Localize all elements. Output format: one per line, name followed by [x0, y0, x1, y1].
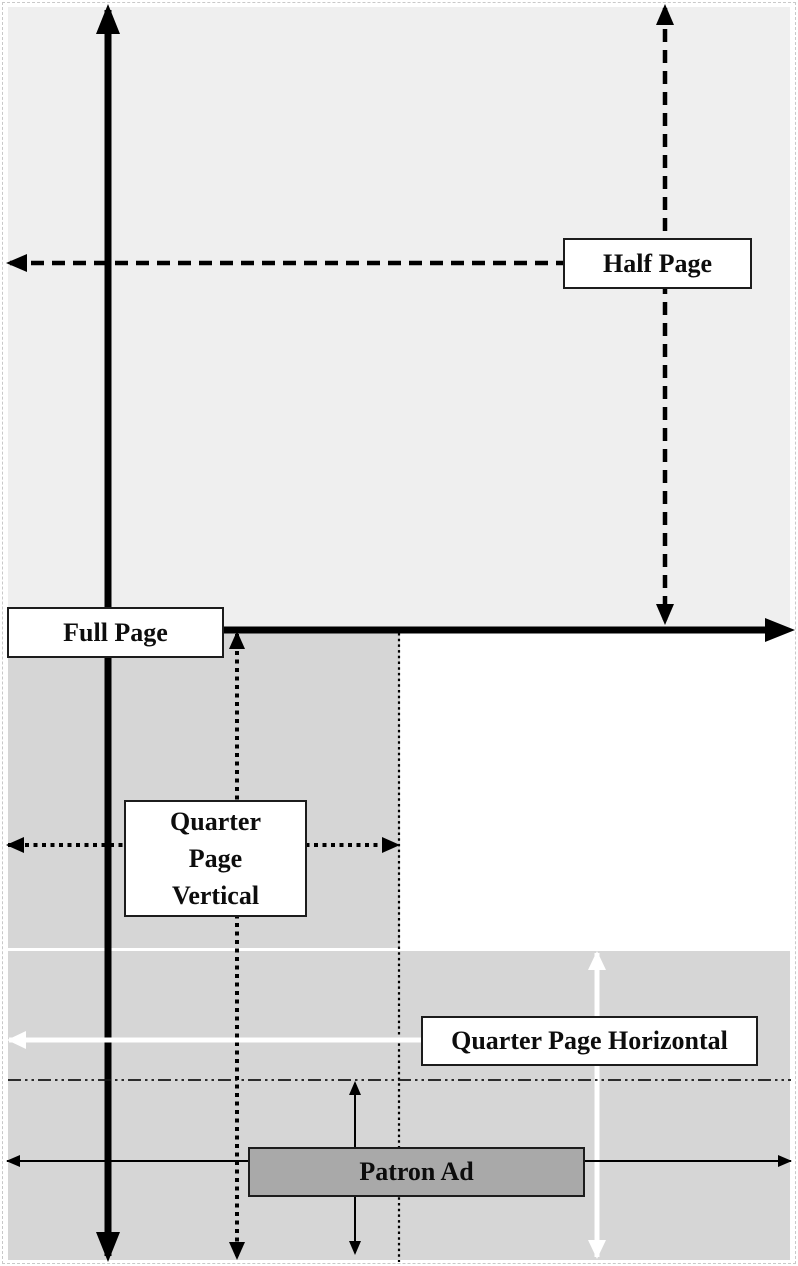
half-page-lower-right-area	[400, 633, 790, 948]
full-page-label-text: Full Page	[63, 617, 168, 647]
quarter-page-vertical-label-line2: Page	[188, 844, 243, 873]
patron-ad-label-text: Patron Ad	[359, 1157, 474, 1186]
quarter-page-vertical-height-arrow	[229, 631, 245, 1260]
half-page-width-arrow	[6, 254, 563, 272]
full-page-area	[8, 7, 790, 630]
quarter-page-vertical-label-line1: Quarter	[170, 807, 261, 836]
full-page-width-arrow	[224, 618, 795, 642]
quarter-page-vertical-label: Quarter Page Vertical	[124, 800, 307, 917]
half-page-height-arrow	[656, 4, 674, 625]
patron-ad-box: Patron Ad	[248, 1147, 585, 1197]
quarter-page-horizontal-width-arrow	[7, 1031, 421, 1049]
full-page-label: Full Page	[7, 607, 224, 658]
half-page-label-text: Half Page	[602, 248, 713, 278]
quarter-page-horizontal-label-text: Quarter Page Horizontal	[451, 1026, 728, 1055]
quarter-page-horizontal-area	[8, 951, 790, 1260]
half-page-label: Half Page	[563, 238, 752, 289]
quarter-page-horizontal-label: Quarter Page Horizontal	[421, 1016, 758, 1066]
quarter-page-horizontal-height-arrow	[588, 951, 606, 1259]
quarter-page-vertical-label-line3: Vertical	[171, 881, 260, 910]
quarter-page-vertical-width-arrow	[6, 837, 400, 853]
